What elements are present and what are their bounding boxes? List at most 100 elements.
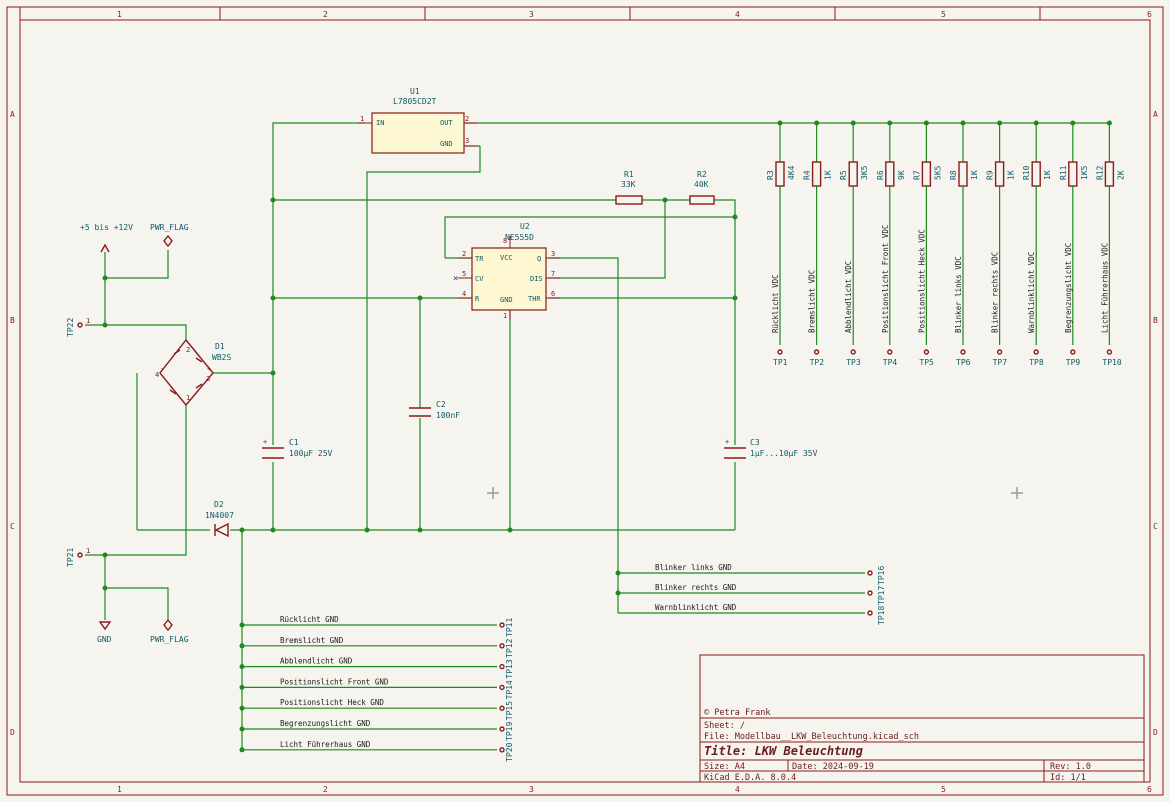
svg-text:2: 2 [186, 346, 190, 354]
resistor-r1[interactable]: R1 33K [615, 170, 643, 205]
net-label: Positionslicht Heck VDC [917, 229, 926, 333]
power-symbols: +5 bis +12V PWR_FLAG GND PWR_FLAG 1 1 TP… [66, 223, 189, 644]
resistor-ref: R6 [876, 170, 885, 180]
ruler-row-left: B [10, 316, 15, 325]
testpoint-pad [960, 349, 966, 355]
regulator-u1[interactable]: U1 L7805CD2T IN OUT GND 1 2 3 [358, 87, 478, 154]
u2-pin-thr: THR [528, 295, 541, 303]
net-label: Rücklicht GND [280, 615, 339, 624]
r1-ref: R1 [624, 170, 634, 179]
testpoint-ref: TP3 [846, 358, 861, 367]
tp21-ref: TP21 [66, 548, 75, 567]
net-label: Positionslicht Heck GND [280, 698, 384, 707]
d2-value: 1N4007 [205, 511, 234, 520]
ruler-col-bottom: 3 [529, 785, 534, 794]
net-label: Licht Führerhaus VDC [1100, 243, 1109, 333]
capacitor-c3[interactable]: + C3 1µF...10µF 35V [724, 438, 818, 459]
resistor-r7 [921, 161, 932, 187]
u1-pin-out: OUT [440, 119, 453, 127]
c2-value: 100nF [436, 411, 460, 420]
tp22-pad [77, 322, 83, 328]
u1-pin1: 1 [360, 115, 364, 123]
testpoint-pad [499, 684, 505, 691]
u2-pin-r: R [475, 295, 480, 303]
testpoint-ref: TP17 [877, 586, 886, 605]
tb-rev: Rev: 1.0 [1050, 762, 1091, 772]
ruler-col-top: 5 [941, 10, 946, 19]
testpoint-ref: TP20 [505, 742, 514, 761]
bridge-rectifier-d1[interactable]: D1 WB2S 2 4 3 1 + - [155, 338, 231, 407]
net-label: Positionslicht Front VDC [881, 225, 890, 333]
wires [85, 122, 1110, 750]
tb-size: Size: A4 [704, 762, 745, 772]
resistor-r3 [775, 161, 785, 187]
diode-d2[interactable]: D2 1N4007 [205, 500, 234, 538]
resistor-value: 5K5 [933, 165, 942, 180]
u2-num2: 2 [462, 250, 466, 258]
net-label: Begrenzungslicht GND [280, 719, 371, 728]
testpoint-ref: TP16 [877, 566, 886, 585]
u2-num4: 4 [462, 290, 466, 298]
resistor-ref: R3 [766, 170, 775, 180]
testpoint-pad [499, 705, 505, 711]
u2-ref: U2 [520, 222, 530, 231]
testpoint-ref: TP5 [919, 358, 934, 367]
net-label: Blinker rechts VDC [991, 252, 1000, 333]
testpoint-pad [867, 570, 873, 576]
resistor-r8 [958, 161, 968, 187]
testpoint-ref: TP15 [505, 701, 514, 720]
u1-pin-in: IN [376, 119, 384, 127]
testpoint-pad [923, 349, 930, 355]
testpoint-ref: TP6 [956, 358, 971, 367]
junctions [102, 197, 738, 596]
d1-ref: D1 [215, 342, 225, 351]
net-label: Bremslicht VDC [808, 270, 817, 333]
u1-pin2: 2 [465, 115, 469, 123]
resistor-r2[interactable]: R2 40K [689, 170, 715, 205]
resistor-ref: R7 [912, 170, 921, 180]
testpoint-ref: TP11 [505, 618, 514, 637]
testpoint-pad [1033, 349, 1039, 355]
resistor-value: 3K5 [860, 165, 869, 180]
testpoint-ref: TP4 [883, 358, 898, 367]
resistor-r11 [1068, 161, 1078, 187]
u1-pin3: 3 [465, 137, 469, 145]
tb-id: Id: 1/1 [1050, 773, 1086, 783]
capacitor-c2[interactable]: C2 100nF [409, 400, 460, 420]
tp21-pad [77, 552, 83, 558]
testpoint-pad [499, 643, 505, 649]
d2-ref: D2 [214, 500, 224, 509]
capacitor-c1[interactable]: + C1 100µF 25V [262, 438, 333, 459]
resistor-ref: R8 [949, 170, 958, 180]
tb-sheet: Sheet: / [704, 721, 745, 731]
c3-value: 1µF...10µF 35V [750, 449, 818, 458]
net-label: Warnblinklicht GND [655, 603, 737, 612]
testpoint-ref: TP19 [505, 722, 514, 741]
r2-value: 40K [694, 180, 709, 189]
no-connect-cv: × [453, 274, 458, 284]
net-label: Blinker links GND [655, 563, 732, 572]
testpoint-pad [887, 349, 893, 355]
testpoint-ref: TP9 [1066, 358, 1081, 367]
inner-frame [19, 19, 1151, 783]
resistor-r12 [1104, 161, 1115, 187]
resistor-value: 4K4 [787, 165, 796, 180]
ruler-col-top: 1 [117, 10, 122, 19]
u2-num5: 5 [462, 270, 466, 278]
tb-tool: KiCad E.D.A. 8.0.4 [704, 773, 796, 783]
pwr-flag-top: PWR_FLAG [150, 223, 189, 232]
u2-pin-gnd: GND [500, 296, 513, 304]
tb-title: Title: LKW Beleuchtung [704, 744, 863, 758]
u2-num8: 8 [503, 237, 507, 245]
pwr-flag-bottom: PWR_FLAG [150, 635, 189, 644]
testpoint-pad [1106, 349, 1113, 355]
testpoint-ref: TP14 [505, 680, 514, 699]
timer-u2[interactable]: U2 NE555D TR CV R VCC GND Q DIS THR 2 5 … [453, 222, 560, 320]
ruler-col-top: 6 [1147, 10, 1152, 19]
c1-ref: C1 [289, 438, 299, 447]
